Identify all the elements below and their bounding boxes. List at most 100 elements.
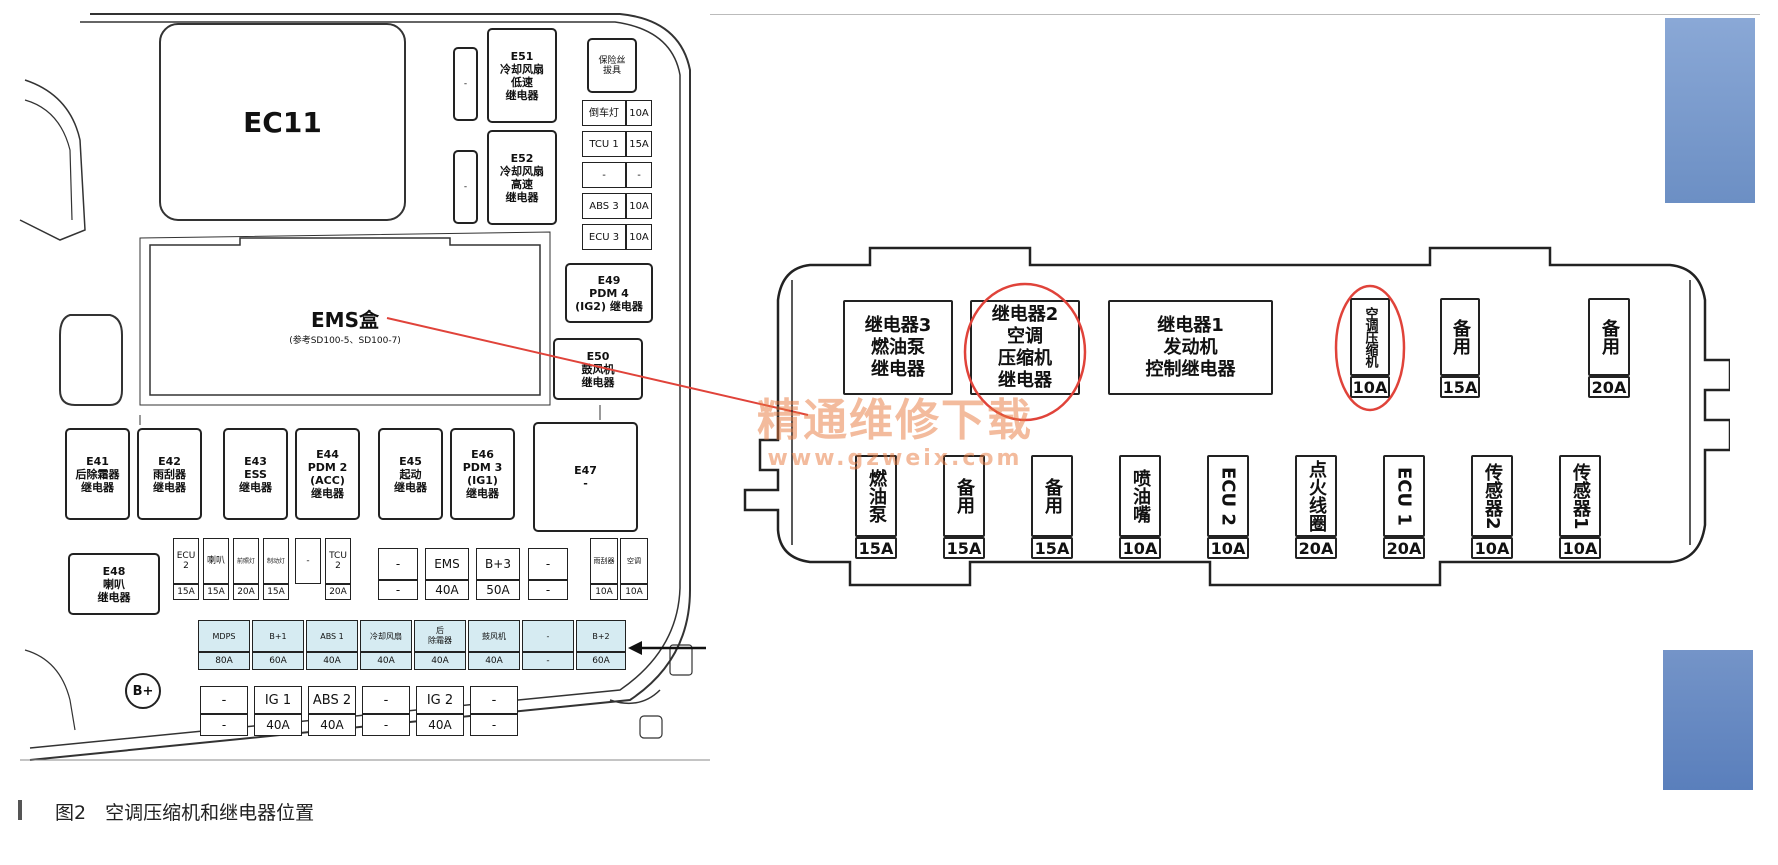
bottom-fuse-bot: -: [362, 714, 410, 736]
bottom-fuse: 备用 15A: [1031, 455, 1073, 559]
fuse-body: 空调压缩机: [1350, 298, 1390, 376]
fuse-body: 传感器1: [1559, 455, 1601, 537]
blue-fuse-amp: 40A: [306, 652, 358, 670]
bottom-fuse-bot: 40A: [308, 714, 356, 736]
fuse-name: ECU 3: [582, 224, 626, 250]
small-fuse-amp: 10A: [590, 584, 618, 600]
fuse-amp: 10A: [1350, 376, 1390, 398]
blue-fuse-name: B+1: [252, 620, 304, 652]
fuse-amp: 10A: [626, 100, 652, 126]
relay-e48: E48 喇叭 继电器: [68, 553, 160, 615]
fuse-amp: 10A: [626, 224, 652, 250]
blue-fuse-name: 冷却风扇: [360, 620, 412, 652]
fuse-body: 备用: [1588, 298, 1630, 376]
blue-fuse-amp: 40A: [414, 652, 466, 670]
fuse-amp: 15A: [1031, 537, 1073, 559]
bottom-fuse: 点火线圈 20A: [1295, 455, 1337, 559]
fuse-name: -: [582, 162, 626, 188]
mid-fuse-bot: 40A: [425, 580, 469, 600]
fuse-name: ABS 3: [582, 193, 626, 219]
mid-fuse-row: - - EMS 40A B+3 50A - -: [378, 548, 573, 606]
fuse-puller: 保险丝 拔具: [587, 38, 637, 93]
battery-terminal-icon: B+: [125, 673, 161, 709]
bottom-fuse-top: IG 1: [254, 686, 302, 714]
mid-fuse-top: -: [528, 548, 568, 580]
blue-fuse-amp: 60A: [576, 652, 626, 670]
relay-e43: E43 ESS 继电器: [223, 428, 288, 520]
top-fuse-spare-20a: 备用 20A: [1588, 298, 1630, 398]
small-fuse-name: 雨刮器: [590, 538, 618, 584]
bottom-fuse-top: -: [470, 686, 518, 714]
bottom-fuse: 燃油泵 15A: [855, 455, 897, 559]
right-small-fuses: 雨刮器 10A 空调 10A: [590, 538, 650, 602]
side-strip-bottom: [1663, 650, 1753, 790]
fuse-amp: 20A: [1295, 537, 1337, 559]
relay-e45: E45 起动 继电器: [378, 428, 443, 520]
top-fuse-spare-15a: 备用 15A: [1440, 298, 1480, 398]
fuse-amp: 15A: [1440, 376, 1480, 398]
blue-fuse-name: B+2: [576, 620, 626, 652]
bottom-fuse-bot: -: [470, 714, 518, 736]
fuse-amp: 15A: [855, 537, 897, 559]
blue-fuse-amp: 60A: [252, 652, 304, 670]
blue-fuse-amp: 40A: [468, 652, 520, 670]
bottom-fuse-bot: -: [200, 714, 248, 736]
fuse-amp: 10A: [626, 193, 652, 219]
bottom-fuse: 喷油嘴 10A: [1119, 455, 1161, 559]
fuse-body: 点火线圈: [1295, 455, 1337, 537]
blue-fuse-name: 鼓风机: [468, 620, 520, 652]
blue-fuse-name: -: [522, 620, 574, 652]
fuse-body: 备用: [1031, 455, 1073, 537]
fuse-amp: 15A: [943, 537, 985, 559]
fuse-amp: 20A: [1588, 376, 1630, 398]
relay-2-ac-compressor: 继电器2 空调 压缩机 继电器: [970, 300, 1080, 395]
relay-1-engine-control: 继电器1 发动机 控制继电器: [1108, 300, 1273, 395]
mini-fuse-amp: 20A: [325, 584, 351, 600]
fuse-amp: -: [626, 162, 652, 188]
bottom-fuse: 传感器1 10A: [1559, 455, 1601, 559]
ems-box-ref: (参考SD100-5、SD100-7): [289, 336, 401, 346]
side-strip-top: [1665, 18, 1755, 203]
relay-e52: E52 冷却风扇 高速 继电器: [487, 130, 557, 225]
mid-fuse-bot: 50A: [476, 580, 520, 600]
bottom-fuse: 传感器2 10A: [1471, 455, 1513, 559]
blue-fuse-amp: 40A: [360, 652, 412, 670]
bottom-fuse: ECU 2 10A: [1207, 455, 1249, 559]
fuse-body: ECU 2: [1207, 455, 1249, 537]
relay-e50: E50 鼓风机 继电器: [553, 338, 643, 400]
bottom-fuse-bot: 40A: [416, 714, 464, 736]
mini-fuse-amp: 15A: [173, 584, 199, 600]
relay-connector-2: -: [453, 150, 478, 224]
left-fuse-panel: EC11 EMS盒 (参考SD100-5、SD100-7) - - E51 冷却…: [0, 0, 710, 775]
fuse-body: 燃油泵: [855, 455, 897, 537]
relay-e51: E51 冷却风扇 低速 继电器: [487, 28, 557, 123]
bottom-fuse-bot: 40A: [254, 714, 302, 736]
blue-fuse-amp: 80A: [198, 652, 250, 670]
mini-fuse-name: 前照灯: [233, 538, 259, 584]
relay-connector-1: -: [453, 47, 478, 121]
small-fuse-amp: 10A: [620, 584, 648, 600]
bottom-fuse-row: - - IG 1 40A ABS 2 40A - - IG 2 40A - -: [200, 686, 520, 742]
mini-fuse-row: ECU 2 15A 喇叭 15A 前照灯 20A 制动灯 15A - TCU 2…: [173, 538, 359, 602]
fuse-amp: 20A: [1383, 537, 1425, 559]
blue-fuse-row: MDPS 80A B+1 60A ABS 1 40A 冷却风扇 40A 后 除霜…: [198, 620, 628, 672]
fuse-amp: 15A: [626, 131, 652, 157]
blue-fuse-name: MDPS: [198, 620, 250, 652]
top-fuse-ac-compressor: 空调压缩机 10A: [1350, 298, 1390, 398]
ems-box-label: EMS盒 (参考SD100-5、SD100-7): [230, 300, 460, 350]
relay-e46: E46 PDM 3 (IG1) 继电器: [450, 428, 515, 520]
mini-fuse-amp: 15A: [263, 584, 289, 600]
fuse-amp: 10A: [1559, 537, 1601, 559]
mid-fuse-bot: -: [528, 580, 568, 600]
mini-fuse-name: TCU 2: [325, 538, 351, 584]
ec11-label: EC11: [243, 105, 322, 139]
relay-e47: E47 -: [533, 422, 638, 532]
mini-fuse-amp: 20A: [233, 584, 259, 600]
caption-bar: [18, 800, 22, 820]
figure-caption: 图2 空调压缩机和继电器位置: [55, 802, 315, 824]
fuse-body: 备用: [1440, 298, 1480, 376]
mid-fuse-top: B+3: [476, 548, 520, 580]
pointer-arrow-icon: [628, 641, 706, 655]
mini-fuse-name: 喇叭: [203, 538, 229, 584]
bottom-fuse-top: IG 2: [416, 686, 464, 714]
